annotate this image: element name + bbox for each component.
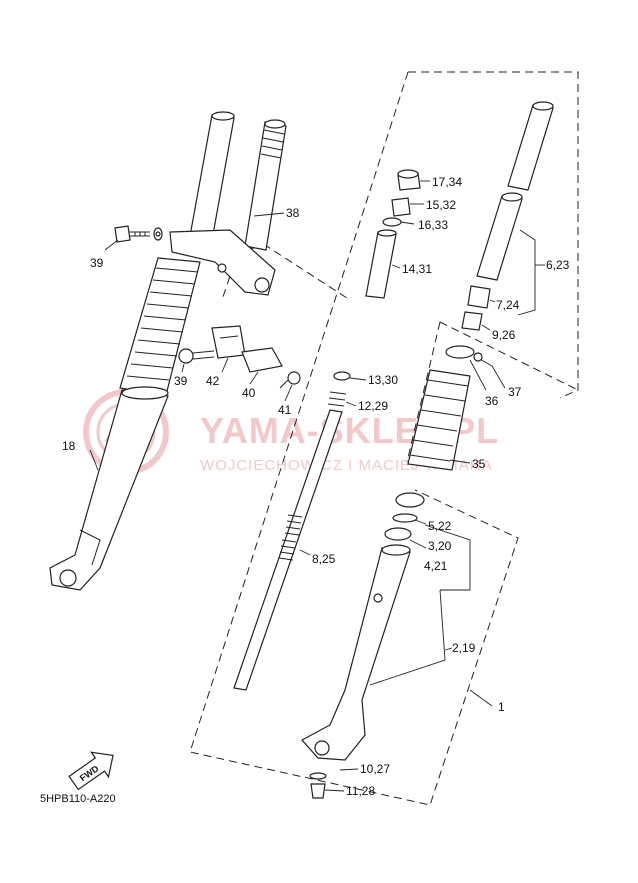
callout-15-32: 15,32 xyxy=(426,198,456,212)
part-4-21-washer xyxy=(384,527,412,541)
callout-37: 37 xyxy=(508,385,522,399)
callout-13-30: 13,30 xyxy=(368,373,398,387)
part-3-20-clip xyxy=(392,513,418,523)
callout-9-26: 9,26 xyxy=(492,328,516,342)
part-8-25-spring-lower xyxy=(278,539,297,561)
part-39-bolt-top xyxy=(114,225,163,243)
part-10-27-washer xyxy=(309,772,327,780)
part-7-24-bushing xyxy=(467,285,491,309)
callout-2-19: 2,19 xyxy=(452,641,476,655)
callout-38: 38 xyxy=(286,206,300,220)
callout-36: 36 xyxy=(485,394,499,408)
callout-6-23: 6,23 xyxy=(546,258,570,272)
outer-tube-group-outline xyxy=(408,71,579,399)
callout-3-20: 3,20 xyxy=(428,539,452,553)
part-35-boot xyxy=(407,369,471,471)
callout-39-lower: 39 xyxy=(174,374,188,388)
leader-lines xyxy=(89,180,545,792)
part-40-guide xyxy=(241,347,283,373)
callout-7-24: 7,24 xyxy=(496,298,520,312)
part-upper-tube xyxy=(507,104,554,191)
callout-42: 42 xyxy=(206,374,220,388)
part-2-19-lower-leg xyxy=(301,547,411,761)
fwd-arrow-icon: FWD xyxy=(68,751,114,791)
part-14-31-spacer xyxy=(365,231,397,299)
seal-group-outline xyxy=(406,321,579,463)
callout-35: 35 xyxy=(472,457,486,471)
part-42-clamp xyxy=(211,325,246,359)
callout-4-21: 4,21 xyxy=(424,559,448,573)
assembled-fork xyxy=(49,111,287,591)
callout-18: 18 xyxy=(62,439,76,453)
part-8-25-spring-upper xyxy=(284,514,303,536)
lower-leg-parts xyxy=(301,492,425,799)
callout-5-22: 5,22 xyxy=(428,519,452,533)
part-15-32-nut xyxy=(391,197,411,217)
part-11-28-bolt xyxy=(310,783,326,799)
callout-8-25: 8,25 xyxy=(312,552,336,566)
callout-12-29: 12,29 xyxy=(358,399,388,413)
part-6-23-outer-tube xyxy=(476,195,523,281)
part-5-22-seal xyxy=(395,492,425,508)
callout-11-28: 11,28 xyxy=(346,784,375,798)
callout-14-31: 14,31 xyxy=(402,262,432,276)
callout-16-33: 16,33 xyxy=(418,218,448,232)
part-12-29-spring xyxy=(327,391,347,407)
damper-rod-assembly xyxy=(233,371,351,691)
callout-10-27: 10,27 xyxy=(360,762,390,776)
callout-1: 1 xyxy=(498,700,505,714)
part-9-26-bushing xyxy=(461,311,483,331)
callout-39-top: 39 xyxy=(90,256,104,270)
outer-tube-parts xyxy=(365,101,554,471)
callouts: 17,34 15,32 16,33 14,31 38 39 6,23 7,24 … xyxy=(62,175,570,798)
part-36-seal xyxy=(445,345,475,359)
diagram-code: 5HPB110-A220 xyxy=(40,793,116,805)
part-39-bolt-lower xyxy=(178,348,215,364)
part-41-screw xyxy=(279,371,301,389)
part-16-33-oring xyxy=(382,217,402,227)
callout-40: 40 xyxy=(242,386,256,400)
part-13-30-ring xyxy=(333,371,351,381)
callout-17-34: 17,34 xyxy=(432,175,462,189)
callout-41: 41 xyxy=(278,403,292,417)
inner-tube-group-outline xyxy=(189,71,519,806)
